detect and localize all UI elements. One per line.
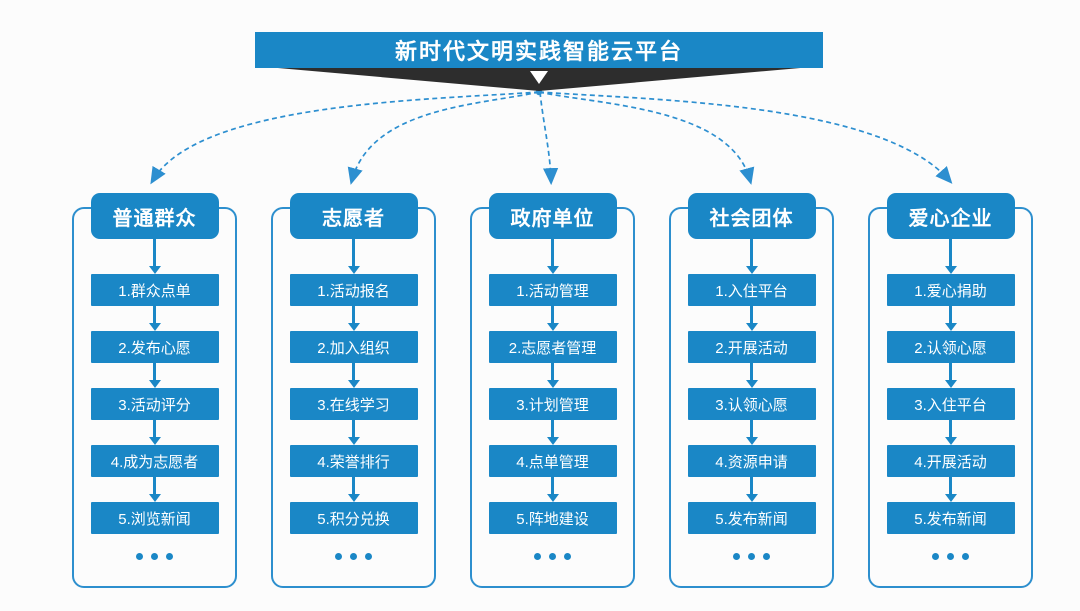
step-box: 4.荣誉排行 <box>289 445 418 477</box>
column-social-group: 社会团体 1.入住平台 2.开展活动 3.认领心愿 4.资源申请 5.发布新闻 <box>669 193 834 593</box>
column-header: 普通群众 <box>90 193 219 239</box>
column-header: 爱心企业 <box>886 193 1015 239</box>
down-arrow-icon <box>347 239 360 274</box>
column-enterprise: 爱心企业 1.爱心捐助 2.认领心愿 3.入住平台 4.开展活动 5.发布新闻 <box>868 193 1033 593</box>
step-box: 1.活动报名 <box>289 274 418 306</box>
column-header: 志愿者 <box>289 193 418 239</box>
connector-to-enterprise <box>538 91 953 184</box>
down-arrow-icon <box>944 306 957 331</box>
connector-to-social-group <box>538 91 755 185</box>
role-columns: 普通群众 1.群众点单 2.发布心愿 3.活动评分 4.成为志愿者 5.浏览新闻… <box>72 193 1033 593</box>
step-box: 5.浏览新闻 <box>90 502 219 534</box>
down-arrow-icon <box>148 306 161 331</box>
down-arrow-icon <box>148 420 161 445</box>
down-arrow-icon <box>546 420 559 445</box>
ellipsis-dots <box>136 544 173 568</box>
step-box: 4.资源申请 <box>687 445 816 477</box>
down-arrow-icon <box>944 477 957 502</box>
connector-to-general-public <box>150 91 540 185</box>
step-box: 1.群众点单 <box>90 274 219 306</box>
ellipsis-dots <box>534 544 571 568</box>
down-arrow-icon <box>944 420 957 445</box>
step-box: 2.开展活动 <box>687 331 816 363</box>
down-arrow-icon <box>546 363 559 388</box>
down-arrow-icon <box>546 477 559 502</box>
step-box: 5.阵地建设 <box>488 502 617 534</box>
step-box: 4.点单管理 <box>488 445 617 477</box>
step-box: 1.爱心捐助 <box>886 274 1015 306</box>
step-box: 2.加入组织 <box>289 331 418 363</box>
down-arrow-icon <box>148 477 161 502</box>
down-arrow-icon <box>347 363 360 388</box>
down-arrow-icon <box>745 477 758 502</box>
step-box: 1.入住平台 <box>687 274 816 306</box>
step-box: 4.开展活动 <box>886 445 1015 477</box>
down-arrow-icon <box>148 363 161 388</box>
step-box: 1.活动管理 <box>488 274 617 306</box>
step-box: 3.入住平台 <box>886 388 1015 420</box>
down-arrow-icon <box>347 420 360 445</box>
ellipsis-dots <box>932 544 969 568</box>
step-box: 3.认领心愿 <box>687 388 816 420</box>
column-general-public: 普通群众 1.群众点单 2.发布心愿 3.活动评分 4.成为志愿者 5.浏览新闻 <box>72 193 237 593</box>
step-box: 2.发布心愿 <box>90 331 219 363</box>
step-box: 3.计划管理 <box>488 388 617 420</box>
step-box: 4.成为志愿者 <box>90 445 219 477</box>
banner-down-arrow-icon <box>530 71 548 84</box>
column-volunteer: 志愿者 1.活动报名 2.加入组织 3.在线学习 4.荣誉排行 5.积分兑换 <box>271 193 436 593</box>
down-arrow-icon <box>148 239 161 274</box>
column-government: 政府单位 1.活动管理 2.志愿者管理 3.计划管理 4.点单管理 5.阵地建设 <box>470 193 635 593</box>
down-arrow-icon <box>745 239 758 274</box>
down-arrow-icon <box>745 306 758 331</box>
down-arrow-icon <box>347 477 360 502</box>
down-arrow-icon <box>546 239 559 274</box>
column-header: 政府单位 <box>488 193 617 239</box>
page-title: 新时代文明实践智能云平台 <box>255 32 823 68</box>
connector-to-volunteer <box>347 91 540 185</box>
down-arrow-icon <box>944 239 957 274</box>
step-box: 3.在线学习 <box>289 388 418 420</box>
down-arrow-icon <box>745 363 758 388</box>
ellipsis-dots <box>733 544 770 568</box>
step-box: 5.发布新闻 <box>886 502 1015 534</box>
down-arrow-icon <box>347 306 360 331</box>
ellipsis-dots <box>335 544 372 568</box>
banner-ribbon <box>255 66 823 91</box>
step-box: 5.发布新闻 <box>687 502 816 534</box>
step-box: 3.活动评分 <box>90 388 219 420</box>
down-arrow-icon <box>745 420 758 445</box>
column-header: 社会团体 <box>687 193 816 239</box>
step-box: 2.志愿者管理 <box>488 331 617 363</box>
step-box: 5.积分兑换 <box>289 502 418 534</box>
connector-to-government <box>539 91 559 186</box>
down-arrow-icon <box>546 306 559 331</box>
step-box: 2.认领心愿 <box>886 331 1015 363</box>
connector-lines <box>150 88 953 186</box>
down-arrow-icon <box>944 363 957 388</box>
